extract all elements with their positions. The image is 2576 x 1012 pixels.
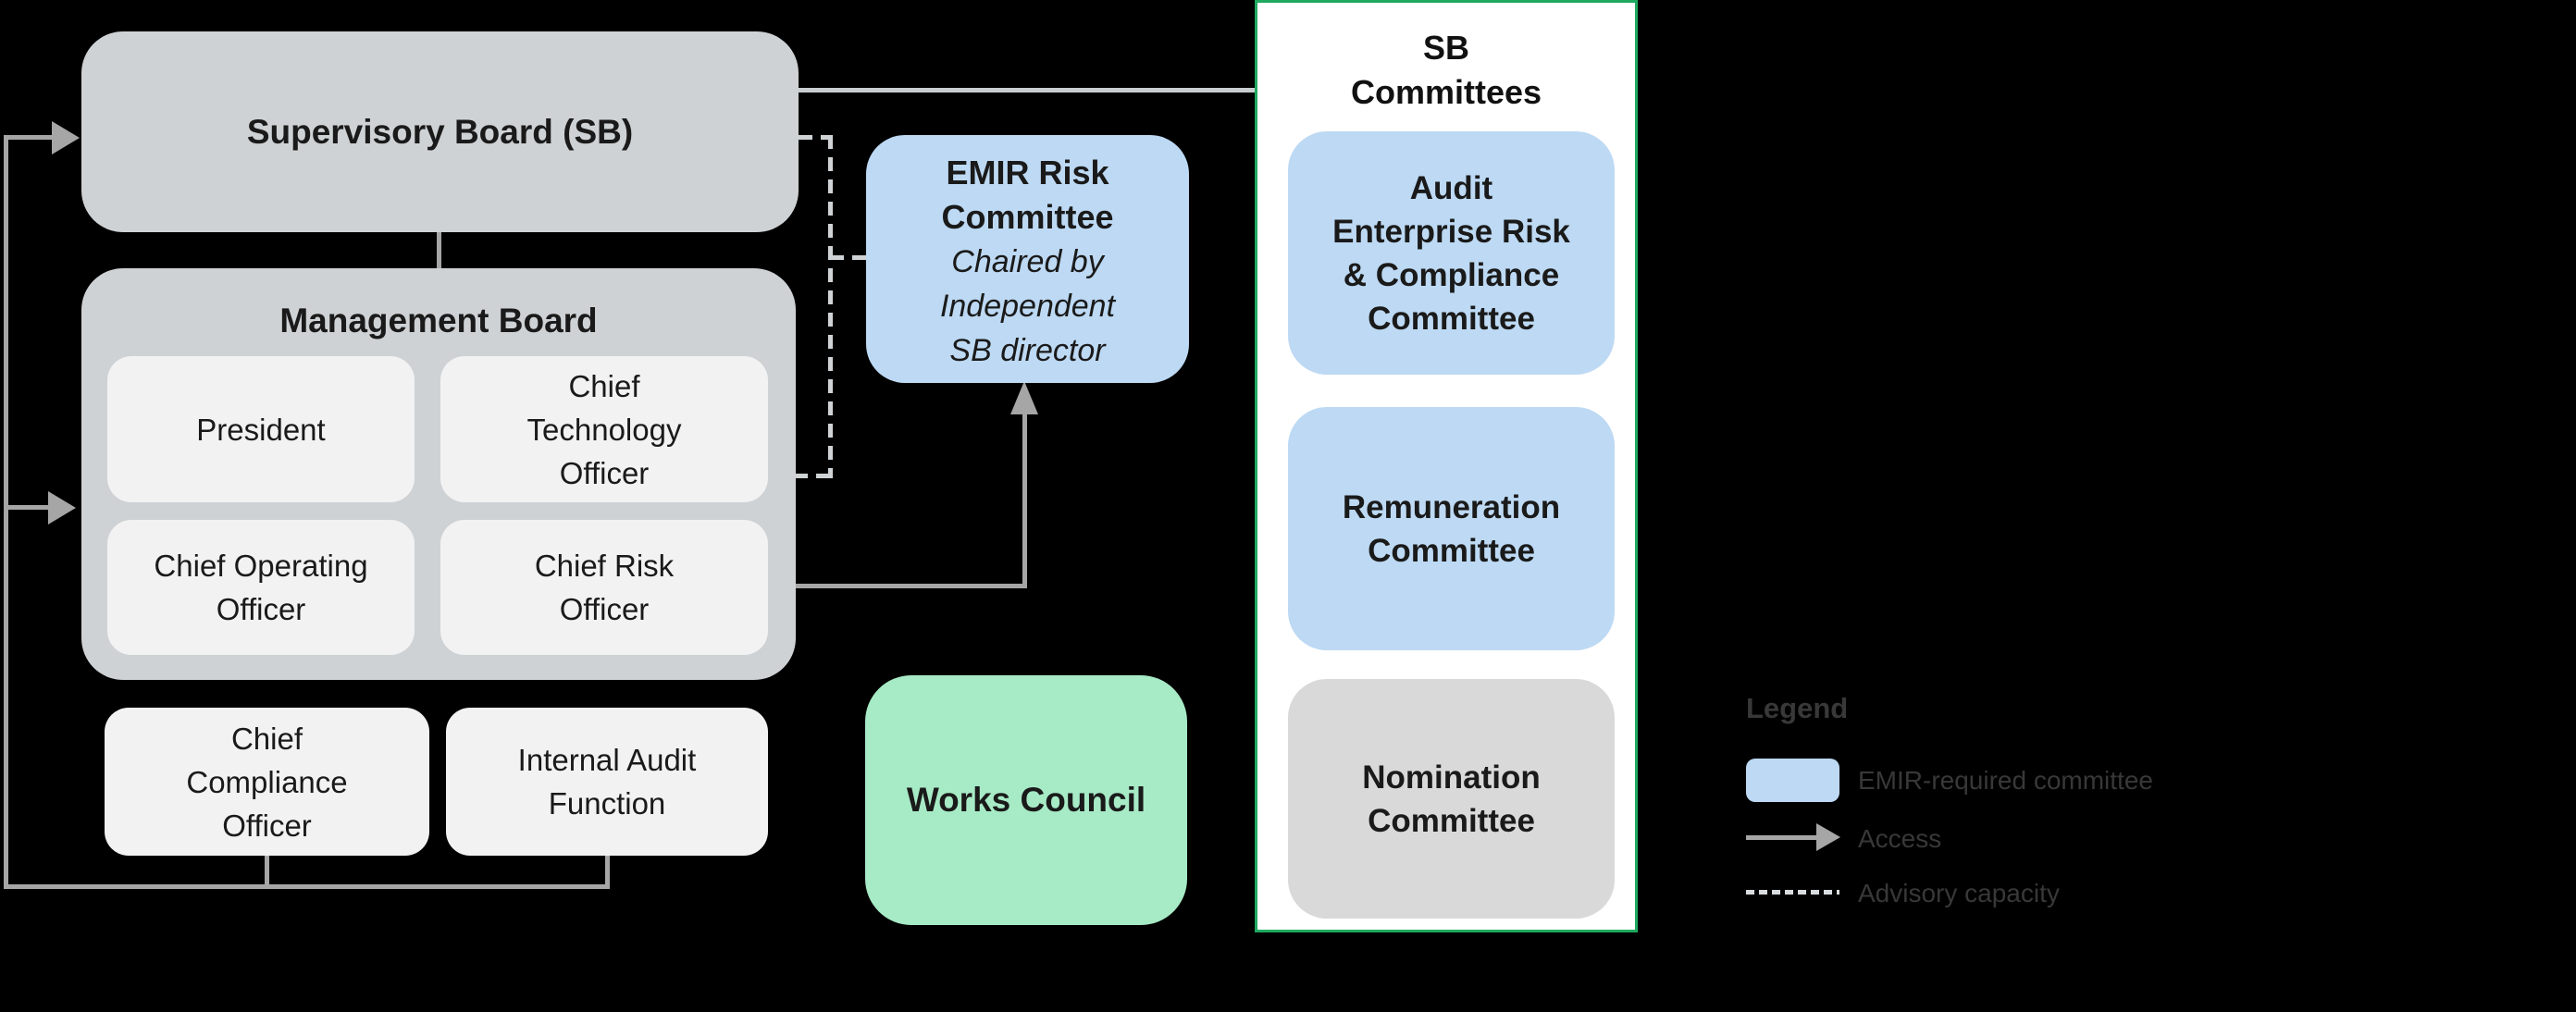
bottom-connector-line [4,884,610,889]
advisory-dash-trunk [828,135,833,478]
access-arrow-into-emir-icon [1010,381,1038,414]
works-council-label: Works Council [906,781,1146,819]
iaf-drop-line [605,856,610,889]
supervisory-board-label: Supervisory Board (SB) [246,112,634,151]
cco-drop-line [265,856,269,889]
access-arrow-into-mb-icon [48,491,76,525]
legend-access-arrow-icon [1816,823,1840,851]
access-line-to-mb [4,505,52,510]
access-trunk-left-line [4,135,8,889]
works-council-box: Works Council [865,675,1187,925]
cro-emir-line-horizontal [768,584,1027,588]
president-box: President [107,356,415,502]
management-board-title: Management Board [279,302,598,339]
legend-emir-label: EMIR-required committee [1858,766,2153,795]
legend-emir-swatch-icon [1746,759,1839,802]
access-arrow-into-sb-icon [52,121,80,154]
legend-title: Legend [1746,692,1849,724]
advisory-dash-emir-stub [830,255,866,260]
legend-access-label: Access [1858,824,1942,853]
access-line-to-sb [4,135,56,140]
cro-emir-line-vertical [1022,413,1027,588]
legend-advisory-label: Advisory capacity [1858,879,2060,907]
sb-panel-link-line [799,88,1255,93]
advisory-dash-sb-stub [799,135,830,140]
supervisory-board-box: Supervisory Board (SB) [81,31,799,232]
legend-access-arrow-line [1746,835,1818,840]
advisory-dash-mb-stub [794,474,830,478]
sb-mb-connector-line [437,232,441,270]
legend-advisory-dash-icon [1746,890,1839,895]
